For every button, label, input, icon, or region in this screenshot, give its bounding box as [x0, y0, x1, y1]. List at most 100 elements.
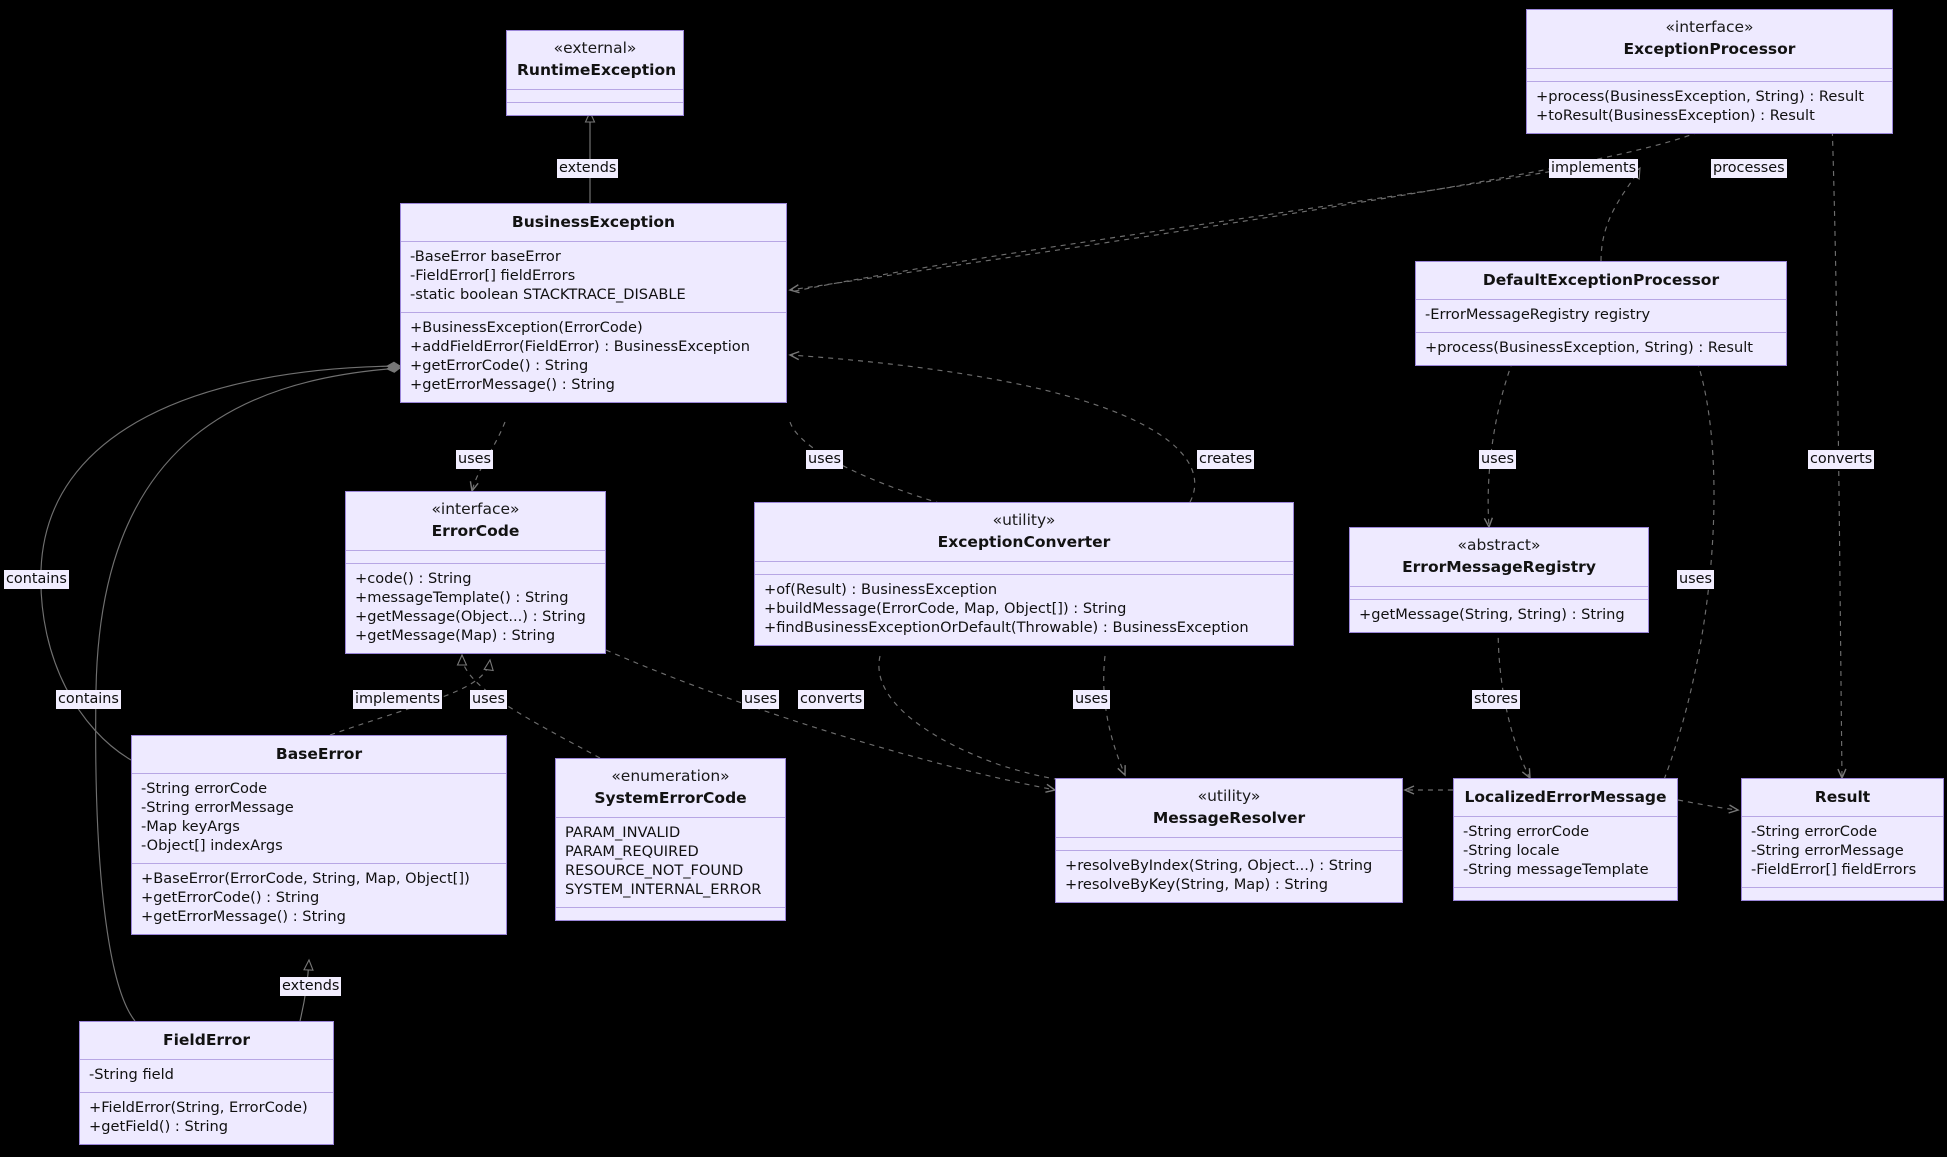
class-methods-row: +of(Result) : BusinessException	[764, 581, 998, 599]
edge-label-lbl-uses-5: uses	[470, 690, 507, 709]
class-name: LocalizedErrorMessage	[1464, 788, 1667, 806]
class-methods-row: +process(BusinessException, String) : Re…	[1425, 339, 1753, 357]
class-attributes-section: -String field	[80, 1059, 333, 1092]
class-methods-section: +process(BusinessException, String) : Re…	[1416, 332, 1786, 365]
class-methods-row: +getErrorMessage() : String	[141, 908, 346, 926]
edge-label-lbl-uses-2: uses	[806, 450, 843, 469]
class-attributes-row: -String errorCode	[1463, 823, 1590, 841]
class-node-baseerror[interactable]: BaseError -String errorCode-String errorM…	[131, 735, 507, 936]
class-node-result[interactable]: Result -String errorCode-String errorMess…	[1741, 778, 1944, 902]
class-attributes-row: PARAM_INVALID	[565, 824, 681, 842]
class-name: BusinessException	[511, 213, 676, 231]
edge-label-lbl-extends-2: extends	[280, 977, 342, 996]
edge-label-lbl-contains-1: contains	[4, 570, 69, 589]
edge-label-lbl-processes: processes	[1711, 159, 1787, 178]
class-attributes-row: -BaseError baseError	[410, 248, 561, 266]
class-node-header: «utility»MessageResolver	[1056, 779, 1402, 837]
class-methods-section: +of(Result) : BusinessException+buildMes…	[755, 574, 1293, 645]
class-methods-row: +code() : String	[355, 570, 472, 588]
edge-label-lbl-uses-3: uses	[1479, 450, 1516, 469]
class-node-header: BusinessException	[401, 204, 786, 241]
class-attributes-section	[1350, 586, 1648, 599]
class-name: MessageResolver	[1152, 808, 1306, 827]
class-methods-row: +getErrorCode() : String	[410, 357, 589, 375]
class-node-messageresolver[interactable]: «utility»MessageResolver +resolveByIndex(…	[1055, 778, 1403, 904]
class-stereotype: «utility»	[992, 511, 1056, 529]
class-attributes-row: -ErrorMessageRegistry registry	[1425, 306, 1651, 324]
class-methods-section: +BusinessException(ErrorCode)+addFieldEr…	[401, 312, 786, 402]
class-node-fielderror[interactable]: FieldError -String field +FieldError(Strin…	[79, 1021, 334, 1146]
class-name: ExceptionConverter	[937, 532, 1111, 551]
class-name: BaseError	[275, 745, 363, 763]
class-methods-row: +buildMessage(ErrorCode, Map, Object[]) …	[764, 600, 1127, 618]
class-node-header: Result	[1742, 779, 1943, 816]
class-attributes-row: -String field	[89, 1066, 174, 1084]
class-methods-section: +getMessage(String, String) : String	[1350, 599, 1648, 632]
class-node-exceptionconverter[interactable]: «utility» ExceptionConverter +of(Result) :…	[754, 502, 1294, 647]
class-methods-row: +getMessage(String, String) : String	[1359, 606, 1625, 624]
class-node-localizederrormessage[interactable]: LocalizedErrorMessage -String errorCode-S…	[1453, 778, 1678, 902]
class-node-errormessageregistry[interactable]: «abstract» ErrorMessageRegistry +getMessag…	[1349, 527, 1649, 634]
class-name: ErrorCode	[431, 521, 520, 540]
class-attributes-section: -ErrorMessageRegistry registry	[1416, 299, 1786, 332]
class-name: ErrorMessageRegistry	[1402, 557, 1596, 576]
class-node-errorcode[interactable]: «interface» ErrorCode +code() : String+mes…	[345, 491, 606, 655]
edge-label-lbl-converts-1: converts	[1808, 450, 1875, 469]
edge-label-lbl-creates: creates	[1197, 450, 1255, 469]
class-methods-row: +getField() : String	[89, 1118, 229, 1136]
class-methods-row: +messageTemplate() : String	[355, 589, 569, 607]
class-attributes-section	[346, 550, 605, 563]
class-methods-section	[556, 907, 785, 920]
class-name: ExceptionProcessor	[1623, 39, 1796, 58]
class-node-header: BaseError	[132, 736, 506, 773]
class-stereotype: «interface»	[431, 500, 520, 518]
class-methods-row: +resolveByKey(String, Map) : String	[1065, 876, 1328, 894]
class-node-header: FieldError	[80, 1022, 333, 1059]
class-methods-row: +getMessage(Object...) : String	[355, 608, 586, 626]
class-attributes-section: -String errorCode-String errorMessage-Ma…	[132, 773, 506, 863]
class-methods-section: +process(BusinessException, String) : Re…	[1527, 81, 1892, 133]
class-methods-section	[507, 102, 683, 115]
class-methods-row: +BusinessException(ErrorCode)	[410, 319, 643, 337]
edge-label-lbl-converts-2: converts	[798, 690, 865, 709]
edge-label-lbl-contains-2: contains	[56, 690, 121, 709]
class-stereotype: «enumeration»	[611, 767, 730, 785]
class-attributes-row: -Object[] indexArgs	[141, 837, 283, 855]
class-methods-row: +findBusinessExceptionOrDefault(Throwabl…	[764, 619, 1249, 637]
class-node-exceptionprocessor[interactable]: «interface»ExceptionProcessor+process(Bu…	[1526, 9, 1893, 135]
class-node-header: «external»RuntimeException	[507, 31, 683, 89]
class-attributes-row: -String errorCode	[1751, 823, 1878, 841]
class-attributes-section: -BaseError baseError-FieldError[] fieldE…	[401, 241, 786, 312]
class-attributes-row: RESOURCE_NOT_FOUND	[565, 862, 744, 880]
class-attributes-section	[507, 89, 683, 102]
class-methods-row: +resolveByIndex(String, Object...) : Str…	[1065, 857, 1373, 875]
class-node-defaultexceptionprocessor[interactable]: DefaultExceptionProcessor -ErrorMessageRe…	[1415, 261, 1787, 367]
class-node-header: LocalizedErrorMessage	[1454, 779, 1677, 816]
edge-label-lbl-uses-6: uses	[742, 690, 779, 709]
edge-label-lbl-uses-4: uses	[1677, 570, 1714, 589]
class-node-header: «interface» ErrorCode	[346, 492, 605, 550]
edge-label-lbl-implements-2: implements	[353, 690, 443, 709]
class-node-runtimeexception[interactable]: «external»RuntimeException	[506, 30, 684, 117]
class-methods-section	[1742, 887, 1943, 900]
class-attributes-section: -String errorCode-String locale-String m…	[1454, 816, 1677, 887]
class-stereotype: «abstract»	[1457, 536, 1541, 554]
class-attributes-row: -String errorMessage	[1751, 842, 1904, 860]
class-methods-section: +code() : String+messageTemplate() : Str…	[346, 563, 605, 653]
class-methods-section: +BaseError(ErrorCode, String, Map, Objec…	[132, 863, 506, 934]
class-name: Result	[1814, 788, 1871, 806]
class-methods-row: +getErrorCode() : String	[141, 889, 320, 907]
class-node-businessexception[interactable]: BusinessException -BaseError baseError-Fi…	[400, 203, 787, 404]
class-node-header: DefaultExceptionProcessor	[1416, 262, 1786, 299]
class-attributes-section	[1527, 68, 1892, 81]
edge-label-lbl-uses-1: uses	[456, 450, 493, 469]
class-methods-row: +toResult(BusinessException) : Result	[1536, 107, 1815, 125]
class-attributes-row: PARAM_REQUIRED	[565, 843, 699, 861]
class-methods-section	[1454, 887, 1677, 900]
class-attributes-row: -static boolean STACKTRACE_DISABLE	[410, 286, 686, 304]
class-methods-section: +FieldError(String, ErrorCode)+getField(…	[80, 1092, 333, 1144]
class-methods-row: +FieldError(String, ErrorCode)	[89, 1099, 308, 1117]
edge-label-lbl-implements-1: implements	[1549, 159, 1639, 178]
